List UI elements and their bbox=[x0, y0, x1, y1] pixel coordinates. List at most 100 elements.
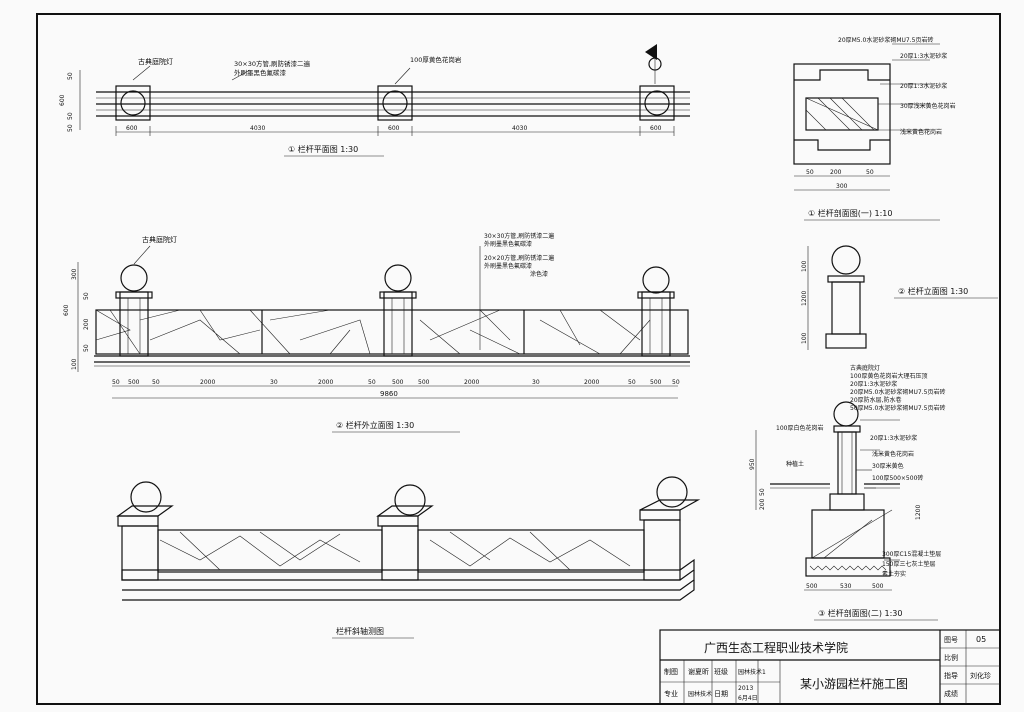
section2-dim-h2: 500 bbox=[872, 583, 884, 590]
title-block-grade-label: 指导 bbox=[944, 671, 958, 680]
elevation-dim-h8: 500 bbox=[418, 379, 430, 386]
section1-dim-3: 300 bbox=[836, 183, 848, 190]
title-block-drawing-no: 05 bbox=[976, 635, 986, 644]
isometric-view: 栏杆斜轴测图 bbox=[116, 476, 701, 639]
title-block-date: 6月4日 bbox=[738, 695, 758, 702]
plan-post-left bbox=[115, 85, 151, 121]
elevation-lamp-middle-icon bbox=[384, 264, 412, 292]
plan-dim-v1: 600 bbox=[59, 94, 66, 106]
elevation-dim-h9: 2000 bbox=[464, 379, 479, 386]
section2-note-4: 20厚防水层,防水卷 bbox=[850, 396, 902, 404]
section2-note-8: 浅米黄色花岗岩 bbox=[872, 450, 914, 458]
plan-dim-h3: 4030 bbox=[512, 125, 527, 132]
plan-view-title: ① 栏杆平面图 1:30 bbox=[288, 144, 358, 154]
elevation-note-1: 外刷墨黑色氟碳漆 bbox=[484, 240, 532, 248]
elevation-note-2: 20×20方管,刷防锈漆二遍 bbox=[484, 254, 554, 262]
elevation-dim-h12: 50 bbox=[628, 379, 636, 386]
title-block-school: 广西生态工程职业技术学院 bbox=[704, 640, 848, 655]
elevation-dim-h10: 30 bbox=[532, 379, 540, 386]
elevation-note-3: 外刷墨黑色氟碳漆 bbox=[484, 262, 532, 270]
plan-label-pipe1: 30×30方管,刷防锈漆二遍 bbox=[234, 59, 311, 68]
title-block-date-label: 日期 bbox=[714, 690, 728, 698]
elevation-dim-v3: 200 bbox=[83, 318, 90, 330]
title-block-class: 园林技术1 bbox=[738, 668, 766, 676]
section2-dim-v3: 1200 bbox=[915, 505, 922, 520]
elevation-title: ② 栏杆外立面图 1:30 bbox=[336, 420, 414, 430]
elevation-dim-h11: 2000 bbox=[584, 379, 599, 386]
section2-dim-v1: 50 bbox=[759, 488, 766, 496]
elevation-lamp-left-icon bbox=[120, 264, 148, 292]
iso-panel-left bbox=[157, 529, 383, 573]
elevation-note-4: 涂色漆 bbox=[530, 270, 548, 278]
section1-title: ① 栏杆剖面图(一) 1:10 bbox=[808, 208, 892, 218]
plan-label-light: 古典庭院灯 bbox=[138, 57, 173, 66]
elevation-dim-v1: 600 bbox=[63, 304, 70, 316]
title-block-drawn-label: 制图 bbox=[664, 667, 678, 676]
section1-note-1: 20厚1:3水泥砂浆 bbox=[900, 52, 947, 60]
section1-note-3: 30厚浅米黄色花岗岩 bbox=[900, 102, 956, 110]
title-block-major-label: 专业 bbox=[664, 689, 678, 698]
elevation-dim-h2: 50 bbox=[152, 379, 160, 386]
section2-title: ③ 栏杆剖面图(二) 1:30 bbox=[818, 608, 902, 618]
plan-dim-h0: 600 bbox=[126, 125, 138, 132]
side-title: ② 栏杆立面图 1:30 bbox=[898, 286, 968, 296]
side-lamp-icon bbox=[831, 245, 861, 275]
plan-view: 古典庭院灯 30×30方管,刷防锈漆二遍 外刷墨黑色氟碳漆 100厚黄色花岗岩 … bbox=[59, 44, 690, 157]
elevation-dim-h4: 30 bbox=[270, 379, 278, 386]
title-block-grade: 刘化珍 bbox=[970, 671, 991, 680]
section2-note-12: 300厚C15混凝土垫层 bbox=[882, 550, 941, 558]
plan-dim-h1: 4030 bbox=[250, 125, 265, 132]
title-block-drawing-title: 某小游园栏杆施工图 bbox=[800, 676, 908, 691]
section2-note-10: 100厚500×500砖 bbox=[872, 474, 923, 482]
iso-lamp-middle-icon bbox=[394, 484, 426, 516]
plan-dim-v0: 50 bbox=[67, 72, 74, 80]
elevation-dim-h14: 50 bbox=[672, 379, 680, 386]
section1-note-4: 浅米黄色花岗岩 bbox=[900, 128, 942, 136]
elevation-dim-h7: 500 bbox=[392, 379, 404, 386]
elevation-dim-v5: 100 bbox=[71, 358, 78, 370]
plan-dim-v3: 50 bbox=[67, 124, 74, 132]
section2-dim-h1: 530 bbox=[840, 583, 852, 590]
section2-dim-v2: 200 bbox=[759, 498, 766, 510]
plan-label-stone: 100厚黄色花岗岩 bbox=[410, 55, 462, 64]
section2-note-2: 20厚1:3水泥砂浆 bbox=[850, 380, 897, 388]
section2-note-3: 20厚M5.0水泥砂浆砌MU7.5页岩砖 bbox=[850, 388, 945, 396]
drawing-frame bbox=[36, 13, 1001, 705]
plan-dim-v2: 50 bbox=[67, 112, 74, 120]
elevation-dim-h5: 2000 bbox=[318, 379, 333, 386]
plan-post-right bbox=[639, 85, 675, 121]
section1-note-0: 20厚M5.0水泥砂浆砌MU7.5页岩砖 bbox=[838, 36, 933, 44]
elevation-view: 古典庭院灯 30×30方管,刷防锈漆二遍 外刷墨黑色氟碳漆 20×20方管,刷防… bbox=[63, 232, 690, 433]
iso-panel-right bbox=[417, 529, 645, 573]
side-dim-v0: 100 bbox=[801, 260, 808, 272]
iso-title: 栏杆斜轴测图 bbox=[336, 626, 384, 636]
elevation-dim-h6: 50 bbox=[368, 379, 376, 386]
section1-note-2: 20厚1:3水泥砂浆 bbox=[900, 82, 947, 90]
side-dim-v1: 1200 bbox=[801, 291, 808, 306]
elevation-dim-total: 9860 bbox=[380, 390, 398, 398]
title-block-drawing-no-label: 图号 bbox=[944, 636, 958, 644]
side-dim-v2: 100 bbox=[801, 332, 808, 344]
section2-note-5: 50厚M5.0水泥砂浆砌MU7.5页岩砖 bbox=[850, 404, 945, 412]
elevation-dim-v2: 50 bbox=[83, 292, 90, 300]
elevation-dim-h13: 500 bbox=[650, 379, 662, 386]
title-block-score-label: 成绩 bbox=[944, 689, 958, 698]
section2-note-13: 150厚三七灰土垫层 bbox=[882, 560, 935, 568]
section1-dim-2: 50 bbox=[866, 169, 874, 176]
elevation-label-light: 古典庭院灯 bbox=[142, 235, 177, 244]
title-block-year: 2013 bbox=[738, 685, 753, 692]
title-block: 广西生态工程职业技术学院 图号 05 比例 指导 刘化珍 成绩 制图 谢夏昕 班… bbox=[659, 629, 1001, 705]
section2-note-9: 30厚米黄色 bbox=[872, 462, 904, 470]
section1-dim-0: 50 bbox=[806, 169, 814, 176]
plan-dim-h4: 600 bbox=[650, 125, 662, 132]
elevation-note-0: 30×30方管,刷防锈漆二遍 bbox=[484, 232, 554, 240]
section2-note-7: 20厚1:3水泥砂浆 bbox=[870, 434, 917, 442]
section2-note-11: 种植土 bbox=[786, 460, 804, 468]
elevation-dim-v0: 300 bbox=[71, 268, 78, 280]
section1-dim-1: 200 bbox=[830, 169, 842, 176]
elevation-dim-h1: 500 bbox=[128, 379, 140, 386]
title-block-major: 园林技术 bbox=[688, 690, 712, 698]
section2-note-0: 古典庭院灯 bbox=[850, 364, 880, 372]
section-mark-icon bbox=[645, 44, 657, 60]
